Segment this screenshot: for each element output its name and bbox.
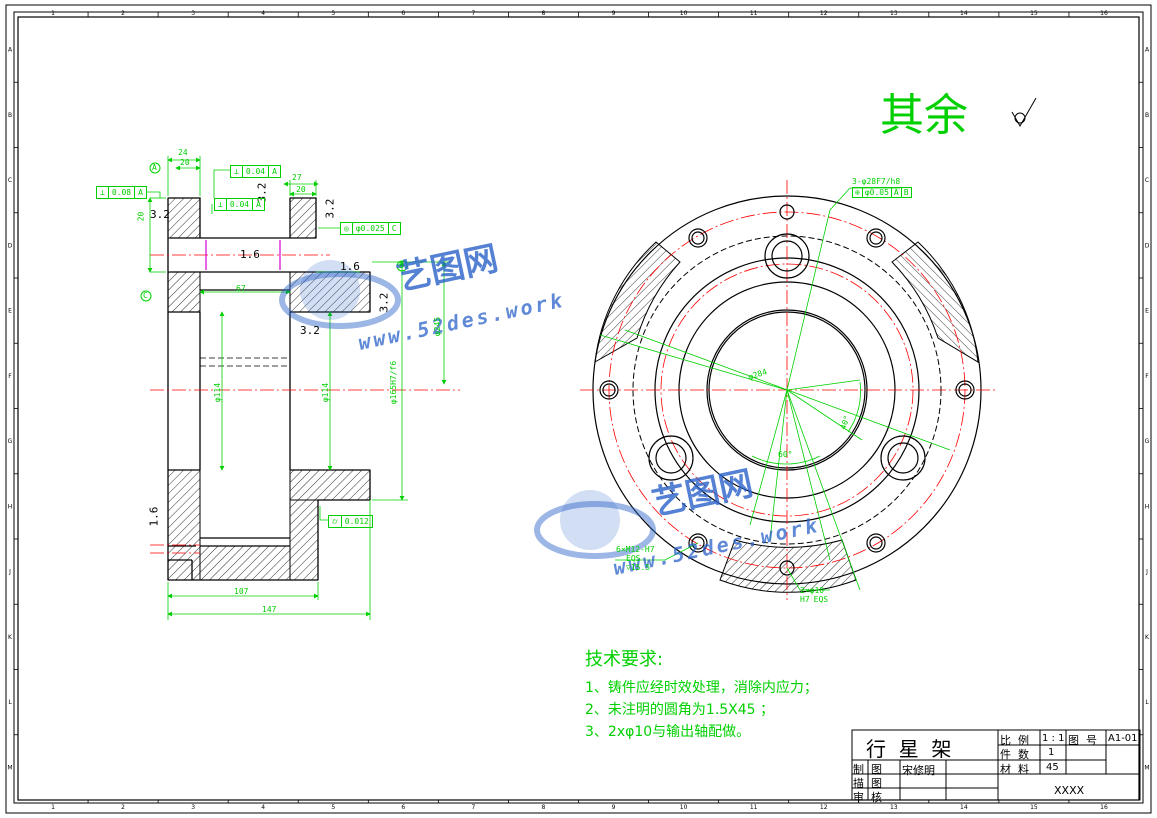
zone-label: K <box>8 634 13 641</box>
roughness-note-text: 其余 <box>880 90 968 141</box>
datum-symbols <box>140 162 408 302</box>
tech-item-3: 3、2xφ10与输出轴配做。 <box>585 724 751 740</box>
zone-label: H <box>8 503 13 510</box>
zone-label: 1 <box>51 804 55 811</box>
zone-label: 12 <box>820 10 828 17</box>
watermark-brand-2: 艺图网 <box>649 463 757 523</box>
zone-label: A <box>8 47 13 54</box>
zone-label: 11 <box>750 804 758 811</box>
zone-label: 2 <box>121 804 125 811</box>
zone-label: J <box>1145 569 1148 576</box>
side-section-view <box>140 156 460 620</box>
zone-label: J <box>8 569 11 576</box>
border-zone-ticks <box>14 12 1143 803</box>
watermark-brand-1: 艺图网 <box>394 238 502 298</box>
zone-label: E <box>8 308 12 315</box>
zone-label: 2 <box>121 10 125 17</box>
zone-label: 16 <box>1100 804 1108 811</box>
tech-item-1: 1、铸件应经时效处理，消除内应力； <box>585 680 818 696</box>
zone-label: 3 <box>191 804 195 811</box>
zone-label: 13 <box>890 10 898 17</box>
tech-title: 技术要求: <box>585 649 664 670</box>
sheet-border <box>5 4 1152 814</box>
zone-label: 15 <box>1030 804 1038 811</box>
zone-label: G <box>8 438 13 445</box>
zone-label: M <box>1144 764 1149 771</box>
zone-label: D <box>1145 242 1150 249</box>
zone-label: 14 <box>960 804 968 811</box>
zone-label: 9 <box>612 804 616 811</box>
section-hatch <box>167 197 371 581</box>
zone-label: 1 <box>51 10 55 17</box>
zone-label: 7 <box>471 10 475 17</box>
zone-label: 5 <box>331 804 335 811</box>
zone-label: L <box>8 699 12 706</box>
zone-label: M <box>7 764 12 771</box>
border-zone-labels: 1122334455667788991010111112121313141415… <box>7 10 1150 811</box>
zone-label: 7 <box>471 804 475 811</box>
zone-label: 13 <box>890 804 898 811</box>
technical-requirements: 技术要求: 1、铸件应经时效处理，消除内应力； 2、未注明的圆角为1.5X45 … <box>585 645 818 743</box>
zone-label: 11 <box>750 10 758 17</box>
zone-label: 8 <box>542 10 546 17</box>
roughness-symbol-icon <box>1011 97 1037 128</box>
front-view <box>580 180 995 600</box>
zone-label: C <box>8 177 12 184</box>
zone-label: 5 <box>331 10 335 17</box>
zone-label: A <box>1145 47 1150 54</box>
watermark-logo-2 <box>534 490 656 559</box>
zone-label: G <box>1145 438 1150 445</box>
zone-label: 10 <box>680 804 688 811</box>
zone-label: 15 <box>1030 10 1038 17</box>
zone-label: 6 <box>401 804 405 811</box>
zone-label: H <box>1145 503 1150 510</box>
zone-label: E <box>1145 308 1149 315</box>
zone-label: L <box>1145 699 1149 706</box>
zone-label: D <box>8 242 13 249</box>
watermark-url-1: www.52des.work <box>356 288 567 355</box>
zone-label: K <box>1145 634 1150 641</box>
watermark-logo-1 <box>279 260 401 329</box>
tech-item-2: 2、未注明的圆角为1.5X45 ； <box>585 702 775 718</box>
zone-label: 14 <box>960 10 968 17</box>
zone-label: B <box>8 112 12 119</box>
zone-label: 16 <box>1100 10 1108 17</box>
zone-label: 4 <box>261 804 265 811</box>
zone-label: 12 <box>820 804 828 811</box>
zone-label: 9 <box>612 10 616 17</box>
title-block <box>851 729 1141 801</box>
zone-label: B <box>1145 112 1149 119</box>
zone-label: 10 <box>680 10 688 17</box>
zone-label: C <box>1145 177 1149 184</box>
zone-label: 3 <box>191 10 195 17</box>
zone-label: 6 <box>401 10 405 17</box>
zone-label: F <box>1145 373 1149 380</box>
zone-label: F <box>8 373 12 380</box>
zone-label: 8 <box>542 804 546 811</box>
zone-label: 4 <box>261 10 265 17</box>
